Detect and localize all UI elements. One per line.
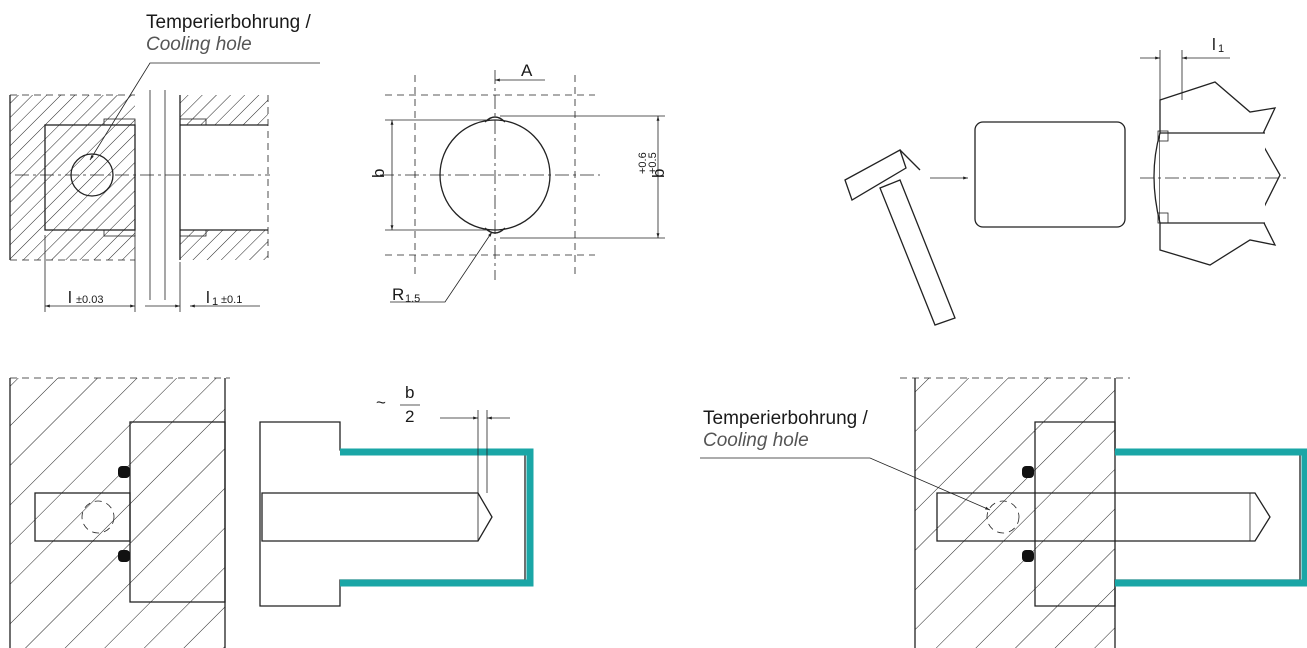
bore-circle (439, 119, 551, 231)
cooling-hole-circle (986, 500, 1020, 534)
dim-l: l (68, 288, 72, 307)
cooling-hole-label-de: Temperierbohrung / (146, 12, 311, 33)
dim-l-tolerance: ±0.03 (76, 294, 103, 306)
dim-b-right: b (649, 169, 668, 178)
dim-b-tol-plus: +0.6 (637, 152, 649, 174)
dim-l1-sub: 1 (212, 296, 218, 308)
mould-assembly-left (9, 377, 534, 648)
bore-cross-section (380, 70, 665, 303)
hammer-icon (844, 149, 956, 326)
cooling-hole-label-en: Cooling hole (146, 34, 252, 55)
cooling-hole-circle (81, 500, 115, 534)
dim-l1: l (206, 288, 210, 307)
dim-l1-top: l (1212, 35, 1216, 54)
hammer-insertion-view (844, 50, 1290, 326)
cooling-hole-label-en-2: Cooling hole (703, 430, 809, 451)
dim-radius-sub: 1.5 (405, 293, 420, 305)
dim-l1-tolerance: ±0.1 (221, 294, 242, 306)
section-view-left (9, 62, 320, 312)
dim-frac-num: b (405, 383, 414, 402)
dim-tilde: ~ (376, 393, 386, 412)
insert-block (974, 121, 1126, 228)
dim-a: A (521, 61, 533, 80)
mould-assembly-right (700, 377, 1307, 648)
dim-b-tol-minus: +0.5 (647, 152, 659, 174)
dim-b-left: b (369, 169, 388, 178)
dim-l1-top-sub: 1 (1218, 43, 1224, 55)
dim-radius: R (392, 285, 404, 304)
cooling-hole-label-de-2: Temperierbohrung / (703, 408, 868, 429)
dim-frac-den: 2 (405, 407, 414, 426)
